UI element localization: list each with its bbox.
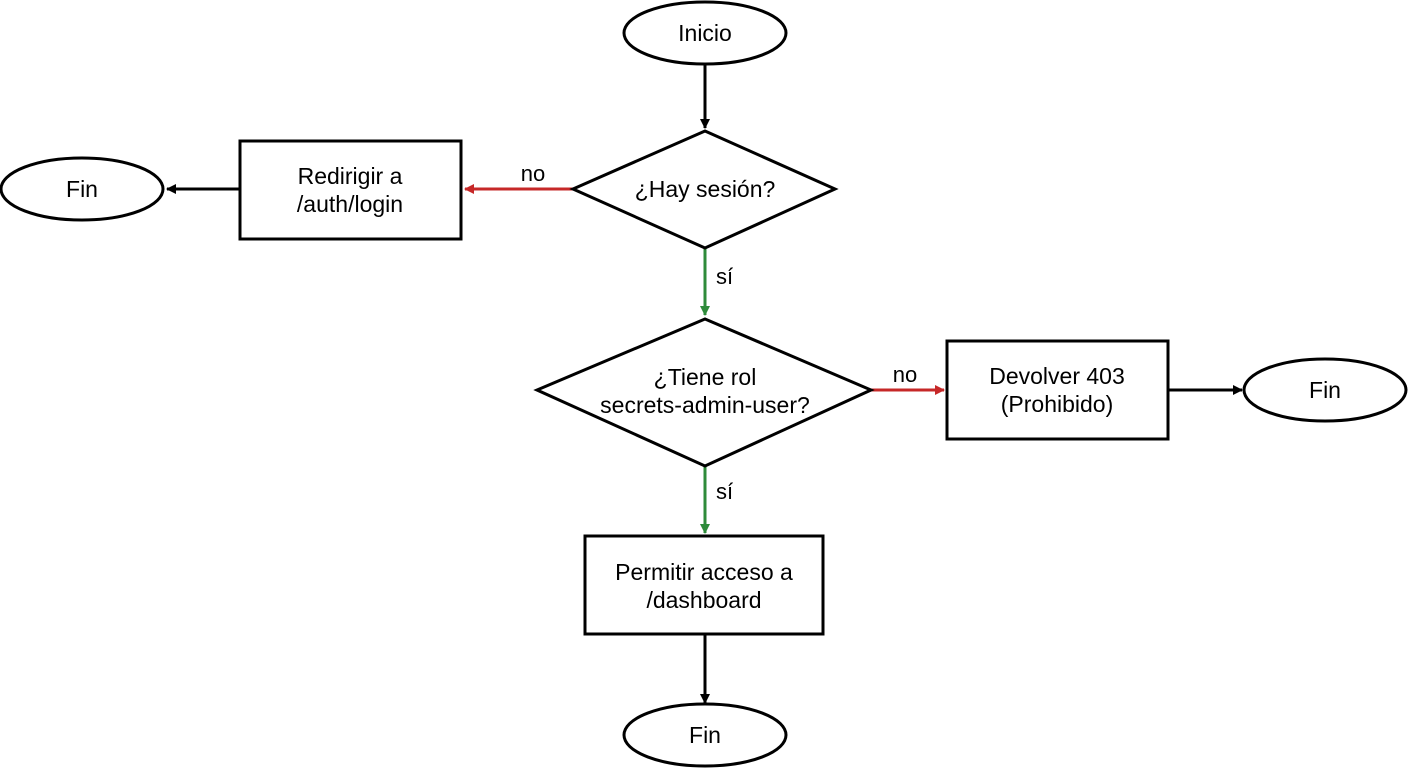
node-end-right-label: Fin [1309, 377, 1341, 403]
process-shape [238, 139, 463, 241]
node-redirect-login-line-1: Redirigir a [298, 163, 403, 189]
edge-label-session-yes: sí [716, 264, 733, 289]
node-decision-session-label: ¿Hay sesión? [635, 176, 776, 202]
decision-shape [533, 317, 875, 468]
node-allow-dashboard-line-1: Permitir acceso a [615, 559, 793, 585]
node-end-left-label: Fin [66, 176, 98, 202]
node-redirect-login: Redirigir a /auth/login [238, 139, 463, 241]
node-decision-role: ¿Tiene rol secrets-admin-user? [533, 317, 875, 468]
node-end-left: Fin [0, 156, 165, 222]
node-return-403: Devolver 403 (Prohibido) [945, 339, 1170, 441]
edge-label-role-no: no [893, 362, 917, 387]
node-end-bottom-label: Fin [689, 722, 721, 748]
node-start: Inicio [622, 0, 788, 66]
terminal-shape [622, 0, 788, 66]
terminal-shape [622, 702, 788, 768]
node-redirect-login-line-2: /auth/login [297, 191, 403, 217]
node-return-403-line-1: Devolver 403 [989, 363, 1125, 389]
process-shape [945, 339, 1170, 441]
node-allow-dashboard-line-2: /dashboard [646, 587, 761, 613]
terminal-shape [1242, 357, 1408, 423]
edge-labels: no sí no sí [521, 161, 917, 504]
edges [166, 64, 1243, 704]
edge-label-role-yes: sí [716, 479, 733, 504]
process-shape [583, 534, 825, 636]
node-decision-role-line-1: ¿Tiene rol [654, 364, 757, 390]
node-end-bottom: Fin [622, 702, 788, 768]
node-decision-role-line-2: secrets-admin-user? [600, 392, 810, 418]
node-allow-dashboard: Permitir acceso a /dashboard [583, 534, 825, 636]
node-start-label: Inicio [678, 20, 732, 46]
node-decision-session: ¿Hay sesión? [569, 129, 839, 250]
terminal-shape [0, 156, 165, 222]
node-return-403-line-2: (Prohibido) [1001, 391, 1114, 417]
edge-label-session-no: no [521, 161, 545, 186]
decision-shape [569, 129, 839, 250]
node-end-right: Fin [1242, 357, 1408, 423]
